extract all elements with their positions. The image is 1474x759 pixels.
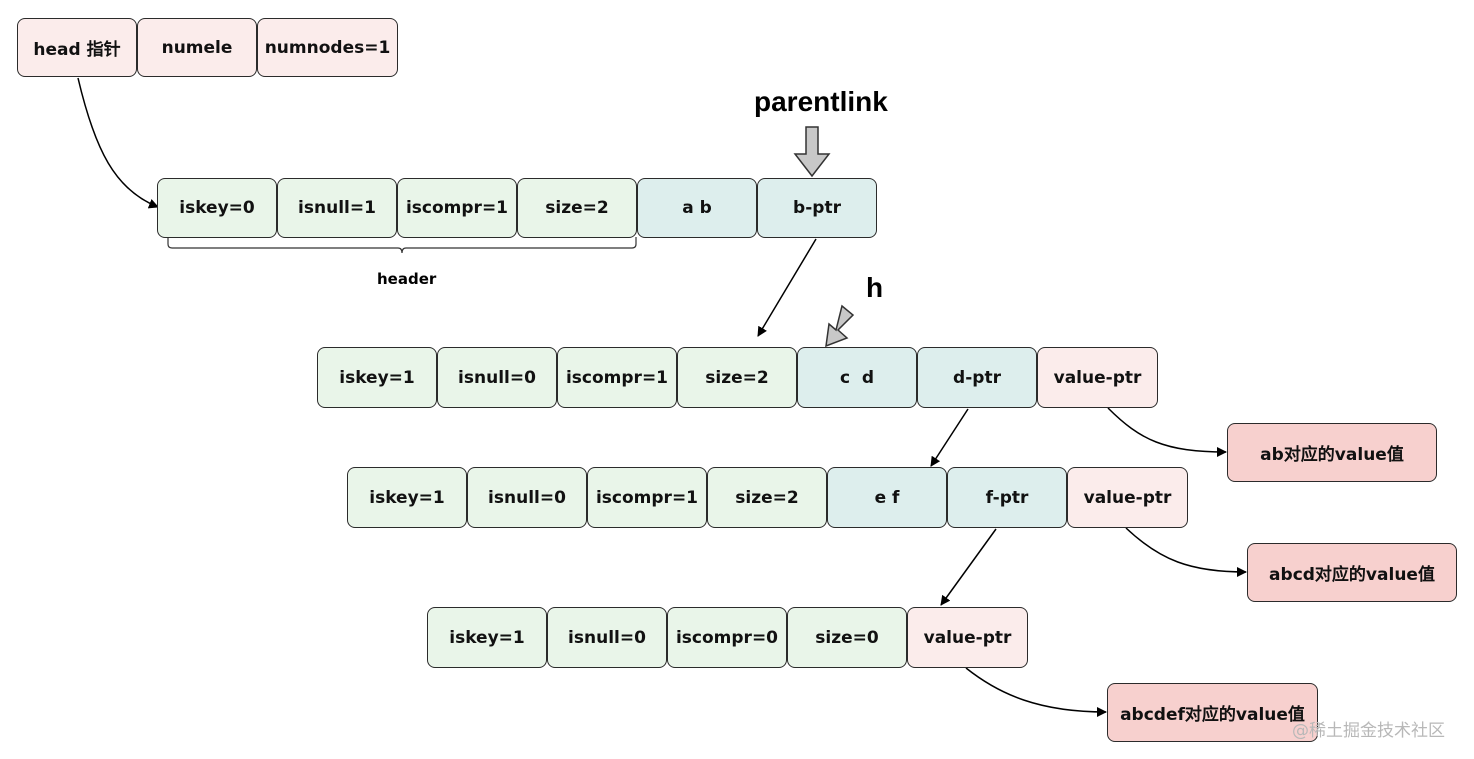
node4-iskey-cell: iskey=1	[427, 607, 547, 668]
parentlink-label: parentlink	[754, 86, 888, 117]
head-pointer-cell: head 指针	[17, 18, 137, 77]
node2-value-box: ab对应的value值	[1227, 423, 1437, 482]
node3-data-cell: e f	[827, 467, 947, 528]
numele-cell: numele	[137, 18, 257, 77]
node1-data-cell: a b	[637, 178, 757, 238]
header-label: header	[377, 270, 437, 288]
node1-iscompr-cell: iscompr=1	[397, 178, 517, 238]
b-ptr-to-node2-arrow	[757, 238, 817, 337]
node2-isnull-cell: isnull=0	[437, 347, 557, 408]
f-ptr-to-node4-arrow	[940, 528, 997, 606]
node1-size-cell: size=2	[517, 178, 637, 238]
node2-data-cell: c d	[797, 347, 917, 408]
node3-iscompr-cell: iscompr=1	[587, 467, 707, 528]
node2-value-ptr-cell: value-ptr	[1037, 347, 1158, 408]
watermark: @稀土掘金技术社区	[1292, 721, 1445, 741]
node2-iskey-cell: iskey=1	[317, 347, 437, 408]
numnodes-cell: numnodes=1	[257, 18, 398, 77]
node2-value-arrow	[1107, 407, 1227, 457]
node1-iskey-cell: iskey=0	[157, 178, 277, 238]
node1-ptr-cell: b-ptr	[757, 178, 877, 238]
node4-value-arrow	[965, 667, 1107, 717]
h-pointer-icon	[825, 304, 855, 348]
node2-size-cell: size=2	[677, 347, 797, 408]
node3-value-arrow	[1125, 527, 1247, 577]
node2-ptr-cell: d-ptr	[917, 347, 1037, 408]
node2-iscompr-cell: iscompr=1	[557, 347, 677, 408]
header-brace	[167, 237, 637, 254]
node4-iscompr-cell: iscompr=0	[667, 607, 787, 668]
node4-size-cell: size=0	[787, 607, 907, 668]
h-label: h	[866, 272, 884, 303]
d-ptr-to-node3-arrow	[930, 408, 969, 467]
node4-isnull-cell: isnull=0	[547, 607, 667, 668]
node4-value-box: abcdef对应的value值	[1107, 683, 1318, 742]
node3-value-box: abcd对应的value值	[1247, 543, 1457, 602]
node3-iskey-cell: iskey=1	[347, 467, 467, 528]
head-to-node1-arrow	[77, 77, 159, 209]
node3-size-cell: size=2	[707, 467, 827, 528]
node3-ptr-cell: f-ptr	[947, 467, 1067, 528]
node4-value-ptr-cell: value-ptr	[907, 607, 1028, 668]
node1-isnull-cell: isnull=1	[277, 178, 397, 238]
node3-value-ptr-cell: value-ptr	[1067, 467, 1188, 528]
parentlink-pointer-icon	[793, 126, 831, 178]
node3-isnull-cell: isnull=0	[467, 467, 587, 528]
